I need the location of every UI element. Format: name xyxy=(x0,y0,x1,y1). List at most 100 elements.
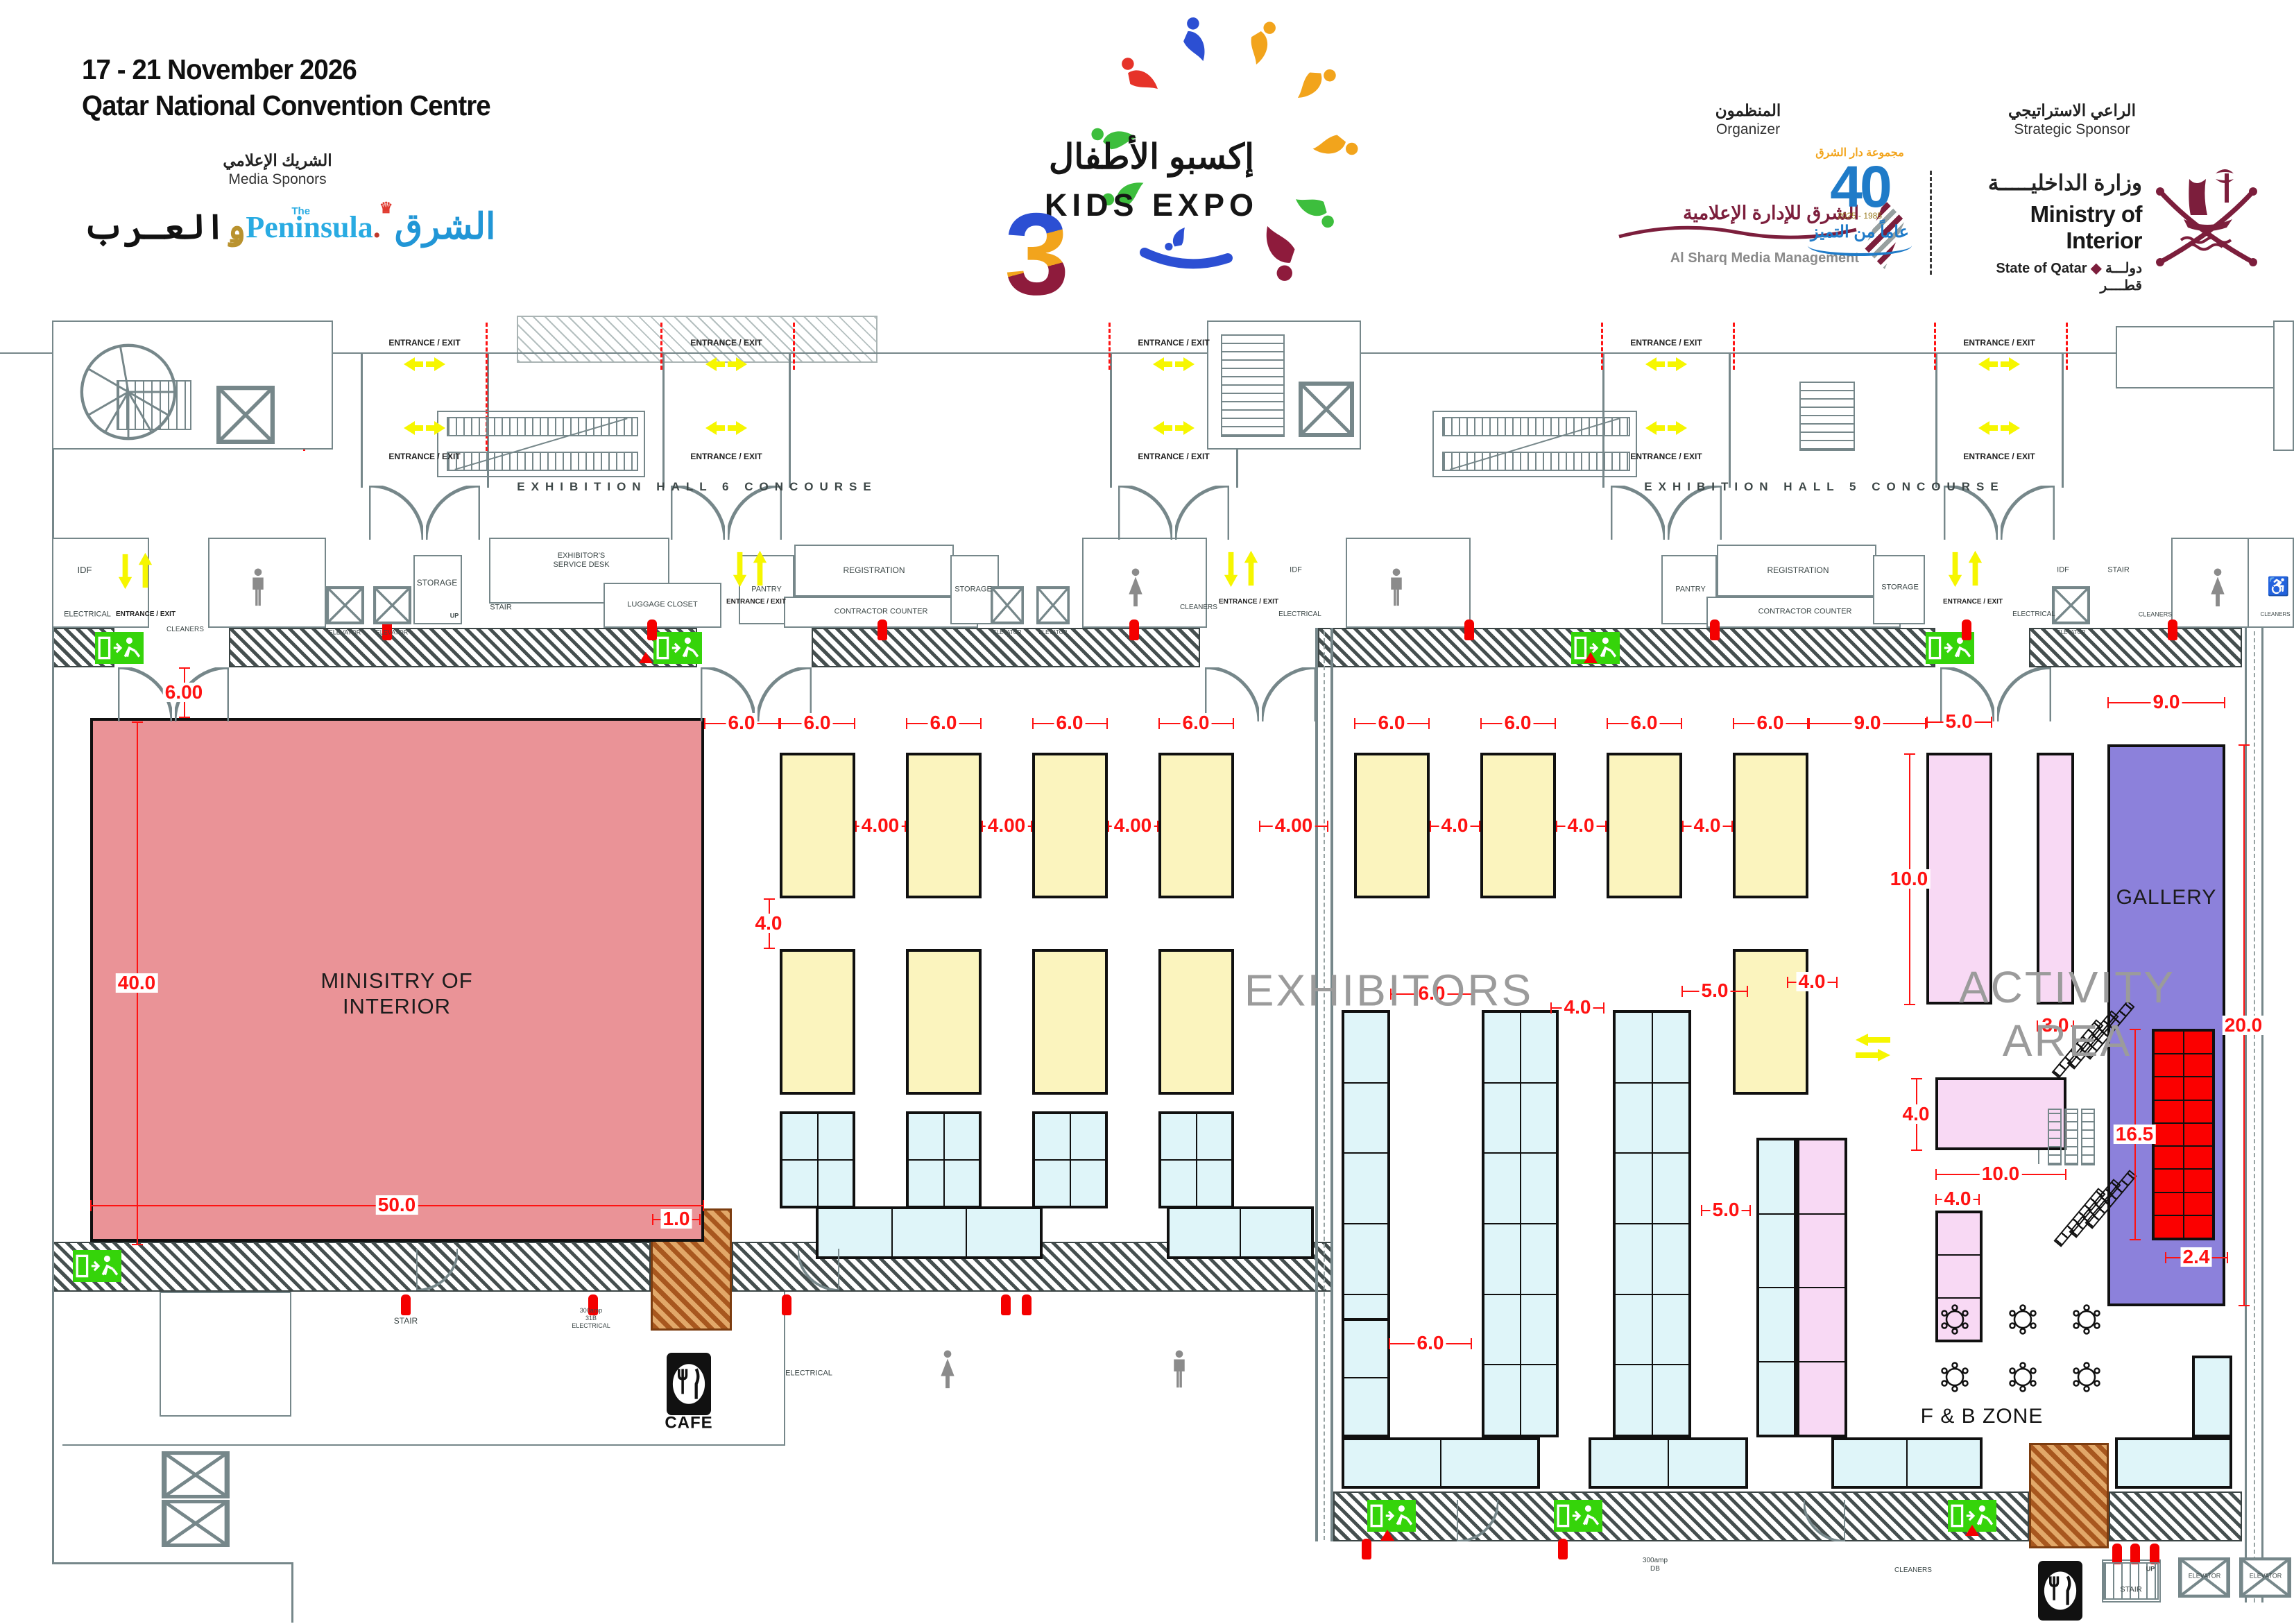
room-label: IDF xyxy=(77,565,92,576)
booth-cell xyxy=(1161,755,1232,896)
red-marker-line xyxy=(1601,323,1603,370)
booth-cell xyxy=(817,1113,853,1160)
fire-marker-icon xyxy=(1584,652,1598,663)
booth-cell xyxy=(1591,1439,1668,1487)
entrance-arrows-icon xyxy=(1152,355,1196,373)
stair-icon xyxy=(2081,1109,2095,1165)
booth-cell xyxy=(1484,1082,1521,1154)
fire-extinguisher-icon xyxy=(1001,1294,1011,1315)
wall-line xyxy=(2254,631,2255,1602)
dimension-label: 9.0 xyxy=(2150,692,2182,712)
door-arc-icon xyxy=(1116,484,1174,540)
womens-toilet-icon xyxy=(938,1349,957,1390)
dimension-label: 6.0 xyxy=(1754,713,1786,733)
dimension-tick xyxy=(2239,744,2250,746)
red-marker-line xyxy=(793,323,795,370)
room-label: PANTRY xyxy=(1675,585,1706,594)
room-outline xyxy=(1873,555,1925,624)
exit-sign-icon xyxy=(1554,1500,1602,1532)
booth-blue xyxy=(1167,1206,1314,1259)
wall-hatched xyxy=(2029,628,2242,667)
booth-cell xyxy=(908,1160,944,1206)
event-dates: 17 - 21 November 2026 xyxy=(82,53,357,85)
booth-cell xyxy=(1520,1365,1557,1435)
dimension-tick xyxy=(2107,697,2109,708)
entrance-arrows-icon xyxy=(402,355,447,373)
wall-hatched xyxy=(52,1242,651,1292)
booth-blue xyxy=(816,1206,1043,1259)
elevator-icon xyxy=(2178,1557,2230,1598)
wall-line xyxy=(291,1562,293,1623)
booth-cell xyxy=(1344,1320,1388,1378)
room-outline xyxy=(208,538,326,628)
booth-blue xyxy=(1756,1138,1797,1437)
ministry-of-interior-stand xyxy=(90,718,704,1242)
dimension-tick xyxy=(699,1214,701,1225)
booth-cell xyxy=(1937,1255,1980,1298)
booth-cell xyxy=(2154,1169,2184,1193)
booth-cell xyxy=(1484,1223,1521,1294)
logo-title-en: KIDS EXPO xyxy=(1044,187,1259,223)
booth-yellow xyxy=(1480,753,1556,898)
alarab-logo: ۅالعـرب xyxy=(83,207,246,246)
room-outline xyxy=(1082,538,1207,628)
accessible-toilet-icon: ♿ xyxy=(2267,576,2290,597)
booth-cell xyxy=(2154,1054,2184,1077)
booth-blue xyxy=(1342,1437,1540,1489)
booth-cell xyxy=(1161,1113,1197,1160)
booth-cell xyxy=(1833,1439,1907,1487)
dimension-tick xyxy=(1808,718,1811,729)
booth-cell xyxy=(1799,1288,1845,1362)
booth-blue xyxy=(1613,1010,1691,1437)
booth-cell xyxy=(2117,1439,2230,1487)
dimension-tick xyxy=(1701,1205,1703,1216)
booth-blue xyxy=(1158,1111,1234,1208)
header-divider xyxy=(1930,171,1932,275)
room-label: ELEVATOR xyxy=(2057,629,2086,636)
exit-sign-icon xyxy=(73,1250,121,1282)
booth-cell xyxy=(1758,1213,1795,1288)
dimension-label: 2.4 xyxy=(2180,1247,2212,1267)
dimension-tick xyxy=(1550,1002,1552,1014)
dimension-tick xyxy=(1158,718,1160,729)
booth-yellow xyxy=(1158,949,1234,1095)
room-outline xyxy=(52,538,149,628)
dimension-tick xyxy=(703,718,705,729)
dimension-label: 6.0 xyxy=(1502,713,1534,733)
room-label: ENTRANCE / EXIT xyxy=(115,610,176,618)
dimension-label: 10.0 xyxy=(1888,869,1931,889)
dimension-tick xyxy=(1327,821,1329,832)
fire-extinguisher-icon xyxy=(1710,619,1720,640)
entrance-arrows-icon xyxy=(730,549,770,588)
room-label: ENTRANCE / EXIT xyxy=(388,337,461,348)
red-marker-line xyxy=(486,323,488,451)
entrance-arrows-icon xyxy=(1644,419,1688,437)
dimension-tick xyxy=(1390,989,1392,1000)
booth-blue xyxy=(1342,1318,1390,1437)
fire-extinguisher-icon xyxy=(1022,1294,1032,1315)
room-label: CONTRACTOR COUNTER xyxy=(834,607,928,616)
fire-extinguisher-icon xyxy=(382,619,392,640)
booth-cell xyxy=(1615,1294,1652,1365)
dimension-tick xyxy=(1749,1205,1752,1216)
dimension-tick xyxy=(1911,1149,1922,1151)
room-label: UP xyxy=(450,612,459,619)
stair-icon xyxy=(2064,1109,2078,1165)
dimension-label: 6.0 xyxy=(801,713,833,733)
dimension-tick xyxy=(1428,718,1430,729)
dimension-tick xyxy=(1990,717,1992,728)
dimension-tick xyxy=(2226,1252,2228,1263)
room-label: ELECTRICAL xyxy=(2012,610,2055,618)
dimension-label: 4.0 xyxy=(1561,998,1593,1017)
dimension-tick xyxy=(1604,821,1607,832)
door-arc-icon xyxy=(415,1248,459,1292)
red-marker-line xyxy=(1934,323,1936,370)
room-outline xyxy=(2116,326,2275,388)
stair-icon xyxy=(1221,334,1285,437)
dimension-label: 6.0 xyxy=(1416,984,1448,1003)
booth-cell xyxy=(1520,1223,1557,1294)
fire-extinguisher-icon xyxy=(647,619,657,640)
room-label: ENTRANCE / EXIT xyxy=(388,451,461,461)
round-table-icon xyxy=(2008,1362,2038,1392)
